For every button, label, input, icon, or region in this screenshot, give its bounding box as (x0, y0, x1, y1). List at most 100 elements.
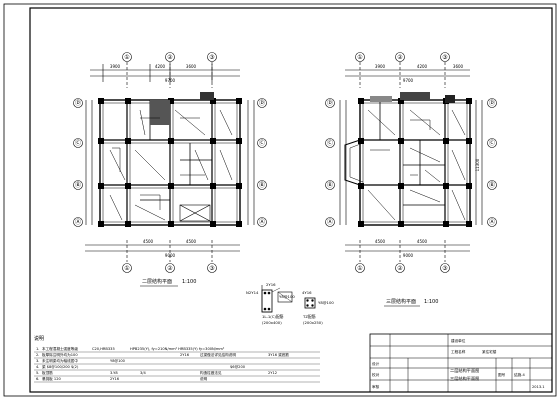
dimension-text: 9700 (403, 78, 414, 83)
note-number: 3. (36, 359, 39, 363)
grid-bubble-label: Ⓐ (259, 218, 265, 226)
dimension-text: 11300 (475, 158, 480, 171)
plan-scale: 1:100 (182, 279, 196, 285)
grid-bubble-label: ② (167, 54, 173, 61)
grid-bubble-label: ① (357, 265, 362, 272)
grid-bubble-label: ② (167, 265, 173, 272)
rebar-label: Y8@100 (279, 294, 295, 299)
grid-bubble-label: Ⓑ (327, 181, 333, 189)
note-text: 3-Y8 (110, 371, 118, 375)
note-text: Y8@100 (110, 359, 126, 363)
grid-bubble-label: Ⓓ (327, 99, 333, 107)
note-text: 3/4 (140, 371, 146, 375)
note-text: 板厚除注明外均为100 (42, 352, 78, 357)
note-text: 梁 $8@100/200 $(2) (42, 364, 79, 369)
title-block (369, 333, 553, 393)
dimension-text: 3900 (110, 64, 121, 69)
right-plan-dimensions: 3900 4200 3600 9700 4500 4500 9000 11300 (375, 64, 480, 258)
right-plan-caption: 三层结构平面 1:100 (384, 298, 438, 307)
note-text: 2Y16 (180, 353, 190, 357)
grid-bubble-label: Ⓑ (75, 181, 81, 189)
note-text: 2Y12 (268, 371, 277, 375)
grid-bubble-label: Ⓓ (489, 99, 495, 107)
grid-bubble-label: ③ (209, 54, 214, 61)
grid-bubble-label: Ⓓ (259, 99, 265, 107)
grid-bubble-label: Ⓐ (327, 218, 333, 226)
note-text: 本工程混凝土强度等级 (42, 346, 78, 351)
dimension-text: 3900 (375, 64, 386, 69)
dimension-text: 4500 (417, 239, 428, 244)
grid-bubble-label: ③ (442, 54, 447, 61)
grid-bubble-label: ① (124, 54, 129, 61)
right-floor-plan (339, 62, 483, 262)
note-number: 1. (36, 347, 39, 351)
grid-bubble-label: Ⓒ (327, 139, 333, 147)
note-number: 6. (36, 377, 39, 381)
section-caption-sub: (200x400) (262, 320, 282, 325)
note-text: 板顶筋 (42, 370, 53, 375)
inner-frame (29, 7, 553, 393)
dimension-text: 4500 (143, 239, 154, 244)
note-text: 构造柱做法见 (200, 370, 222, 375)
dimension-text: 9000 (165, 253, 176, 258)
dimension-text: 4200 (155, 64, 166, 69)
title-block-text: 建设单位 工程名称 某住宅楼 设计 校对 审核 二层结构平面图 三层结构平面图 … (372, 338, 545, 389)
right-plan-grid-bubbles: ① ② ③ ① ② ③ Ⓓ Ⓒ Ⓑ Ⓐ Ⓓ Ⓒ Ⓑ Ⓐ (325, 52, 497, 273)
grid-bubble-label: ② (397, 54, 403, 61)
note-text: 过梁做法详见结构说明 (200, 352, 236, 357)
grid-bubble-label: ③ (442, 265, 447, 272)
rebar-label: 4Y16 (302, 290, 312, 295)
plan-caption: 三层结构平面 (386, 298, 416, 305)
note-number: 5. (36, 371, 39, 375)
grid-bubble-label: ③ (209, 265, 214, 272)
grid-bubble-label: Ⓓ (75, 99, 81, 107)
grid-bubble-label: Ⓑ (259, 181, 265, 189)
grid-bubble-label: Ⓐ (489, 218, 495, 226)
note-text: 3Y16 梁底筋 (268, 352, 289, 357)
grid-bubble-label: Ⓒ (75, 139, 81, 147)
left-plan-dimensions: 3900 4200 3600 9700 4500 4500 9000 (110, 64, 197, 258)
left-plan-grid-bubbles: ① ② ③ ① ② ③ Ⓓ Ⓒ Ⓑ Ⓐ Ⓓ Ⓒ Ⓑ Ⓐ (73, 52, 267, 273)
beam-section-detail (261, 285, 293, 313)
dimension-text: 4500 (186, 239, 197, 244)
note-text: 未注明梁均为轴线居中 (42, 358, 78, 363)
note-text: 悬挑板 120 (42, 376, 61, 381)
dimension-text: 3600 (186, 64, 197, 69)
grid-bubble-label: ① (357, 54, 362, 61)
grid-bubble-label: ① (124, 265, 129, 272)
grid-bubble-label: Ⓑ (489, 181, 495, 189)
dimension-text: 9700 (165, 78, 176, 83)
left-plan-caption: 二层结构平面 1:100 (140, 278, 196, 287)
section-caption: TZ配筋 (302, 314, 316, 319)
general-notes: 说明 1. 本工程混凝土强度等级 C20,HRB335 HPB235(Y), f… (34, 335, 320, 383)
note-text: HPB235(Y), fy=210N/mm² HRB335(Y) fy=300N… (130, 347, 225, 351)
drawing-title: 三层结构平面图 (450, 375, 479, 382)
grid-bubble-label: Ⓒ (259, 139, 265, 147)
drawing-title: 二层结构平面图 (450, 367, 479, 374)
grid-bubble-label: ② (397, 265, 403, 272)
sheet-number: 结施-4 (514, 372, 525, 377)
grid-bubble-label: Ⓒ (489, 139, 495, 147)
dimension-text: 9000 (403, 253, 414, 258)
note-number: 4. (36, 365, 39, 369)
rebar-label: Y8@100 (318, 300, 334, 305)
section-detail-labels: N2Y14 2Y16 Y8@100 4Y16 Y8@100 1L-1(C)配筋 … (246, 282, 334, 325)
left-floor-plan (85, 62, 255, 262)
note-number: 2. (36, 353, 39, 357)
title-label: 工程名称 (451, 349, 466, 354)
dimension-text: 4500 (375, 239, 386, 244)
plan-scale: 1:100 (424, 299, 438, 305)
rebar-label: 2Y16 (266, 282, 276, 287)
title-label: 设计 (372, 361, 380, 366)
dimension-text: 3600 (453, 64, 464, 69)
title-label: 建设单位 (451, 338, 466, 343)
section-caption: 1L-1(C)配筋 (262, 314, 284, 319)
note-text: $6@200 (230, 365, 246, 369)
drawing-date: 2013.1 (532, 385, 545, 389)
outer-frame (3, 3, 557, 397)
title-label: 审核 (372, 384, 380, 389)
rebar-label: N2Y14 (246, 290, 259, 295)
title-label: 图号 (498, 372, 506, 377)
title-label: 校对 (372, 372, 380, 377)
